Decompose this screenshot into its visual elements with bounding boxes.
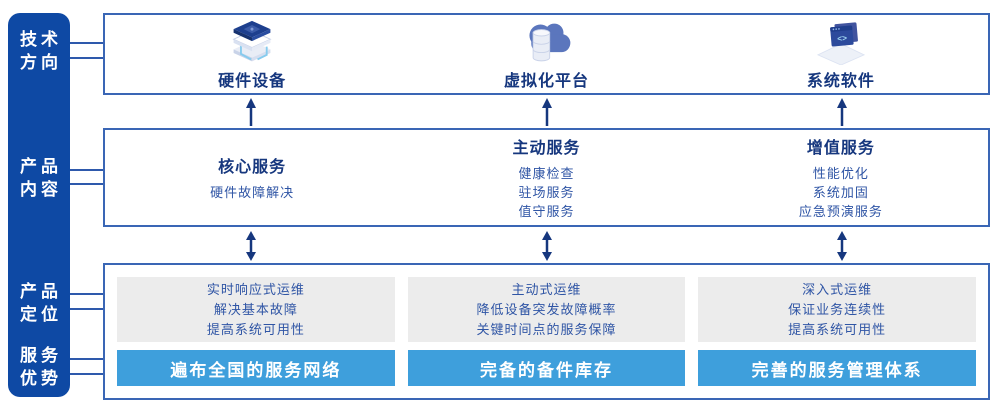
- connector-line: [70, 293, 105, 295]
- connector-line: [70, 308, 105, 310]
- content-column-active: 主动服务 健康检查 驻场服务 值守服务: [399, 130, 693, 225]
- connector-line: [70, 358, 105, 360]
- code-window-icon: <>: [810, 17, 872, 65]
- positioning-box: 主动式运维 降低设备突发故障概率 关键时间点的服务保障: [407, 277, 686, 342]
- tech-item-virtualization: 虚拟化平台: [399, 15, 693, 93]
- product-content-panel: 核心服务 硬件故障解决 主动服务 健康检查 驻场服务 值守服务 增值服务 性能优…: [103, 128, 990, 227]
- tech-direction-panel: 硬件设备 虚拟化平台: [103, 13, 990, 95]
- label-line: 内容: [20, 180, 62, 199]
- positioning-line: 解决基本故障: [213, 301, 298, 317]
- connector-line: [70, 373, 105, 375]
- connector-line: [70, 169, 105, 171]
- positioning-line: 提高系统可用性: [206, 321, 305, 337]
- tech-item-label: 硬件设备: [218, 73, 287, 90]
- positioning-line: 主动式运维: [511, 281, 582, 297]
- content-item: 硬件故障解决: [210, 185, 295, 200]
- content-column-core: 核心服务 硬件故障解决: [105, 130, 399, 225]
- bottom-column-3: 深入式运维 保证业务连续性 提高系统可用性 完善的服务管理体系: [698, 277, 977, 386]
- tech-item-system-software: <> 系统软件: [694, 15, 988, 93]
- up-arrow-icon: [539, 98, 555, 126]
- double-arrow-icon: [539, 231, 555, 261]
- tech-item-hardware: 硬件设备: [105, 15, 399, 93]
- advantage-bar: 完备的备件库存: [407, 350, 686, 386]
- positioning-advantage-panel: 实时响应式运维 解决基本故障 提高系统可用性 遍布全国的服务网络 主动式运维 降…: [103, 263, 990, 400]
- server-stack-icon: [221, 17, 283, 65]
- sidebar-label-tech-direction: 技术 方向: [8, 28, 70, 74]
- cloud-database-icon: [515, 17, 577, 65]
- positioning-line: 降低设备突发故障概率: [476, 301, 617, 317]
- positioning-line: 关键时间点的服务保障: [476, 321, 617, 337]
- content-item: 驻场服务: [518, 185, 575, 200]
- positioning-line: 提高系统可用性: [788, 321, 887, 337]
- positioning-box: 实时响应式运维 解决基本故障 提高系统可用性: [117, 277, 395, 342]
- content-column-title: 增值服务: [806, 140, 875, 157]
- svg-text:<>: <>: [837, 34, 848, 44]
- content-item: 健康检查: [518, 166, 575, 181]
- bottom-column-1: 实时响应式运维 解决基本故障 提高系统可用性 遍布全国的服务网络: [117, 277, 395, 386]
- label-line: 产品: [20, 282, 62, 301]
- advantage-bar: 遍布全国的服务网络: [117, 350, 395, 386]
- positioning-line: 深入式运维: [802, 281, 873, 297]
- content-column-title: 主动服务: [512, 140, 581, 157]
- label-line: 技术: [20, 30, 62, 49]
- positioning-line: 保证业务连续性: [788, 301, 887, 317]
- double-arrow-icon: [243, 231, 259, 261]
- sidebar-label-service-advantage: 服务 优势: [8, 344, 70, 390]
- up-arrow-icon: [243, 98, 259, 126]
- label-line: 服务: [20, 346, 62, 365]
- positioning-line: 实时响应式运维: [206, 281, 305, 297]
- label-line: 产品: [20, 157, 62, 176]
- label-line: 优势: [20, 369, 62, 388]
- content-item: 应急预演服务: [798, 204, 883, 219]
- content-column-title: 核心服务: [218, 159, 287, 176]
- up-arrow-icon: [834, 98, 850, 126]
- sidebar-label-product-content: 产品 内容: [8, 155, 70, 201]
- tech-item-label: 虚拟化平台: [503, 73, 589, 90]
- content-item: 系统加固: [812, 185, 869, 200]
- connector-line: [70, 42, 105, 44]
- content-item: 性能优化: [812, 166, 869, 181]
- label-line: 定位: [20, 305, 62, 324]
- sidebar-label-product-positioning: 产品 定位: [8, 280, 70, 326]
- content-column-value-added: 增值服务 性能优化 系统加固 应急预演服务: [694, 130, 988, 225]
- double-arrow-icon: [834, 231, 850, 261]
- bottom-column-2: 主动式运维 降低设备突发故障概率 关键时间点的服务保障 完备的备件库存: [407, 277, 686, 386]
- connector-line: [70, 57, 105, 59]
- label-line: 方向: [20, 53, 62, 72]
- positioning-box: 深入式运维 保证业务连续性 提高系统可用性: [698, 277, 977, 342]
- tech-item-label: 系统软件: [806, 73, 875, 90]
- advantage-bar: 完善的服务管理体系: [698, 350, 977, 386]
- content-item: 值守服务: [518, 204, 575, 219]
- category-sidebar: [8, 13, 70, 397]
- connector-line: [70, 183, 105, 185]
